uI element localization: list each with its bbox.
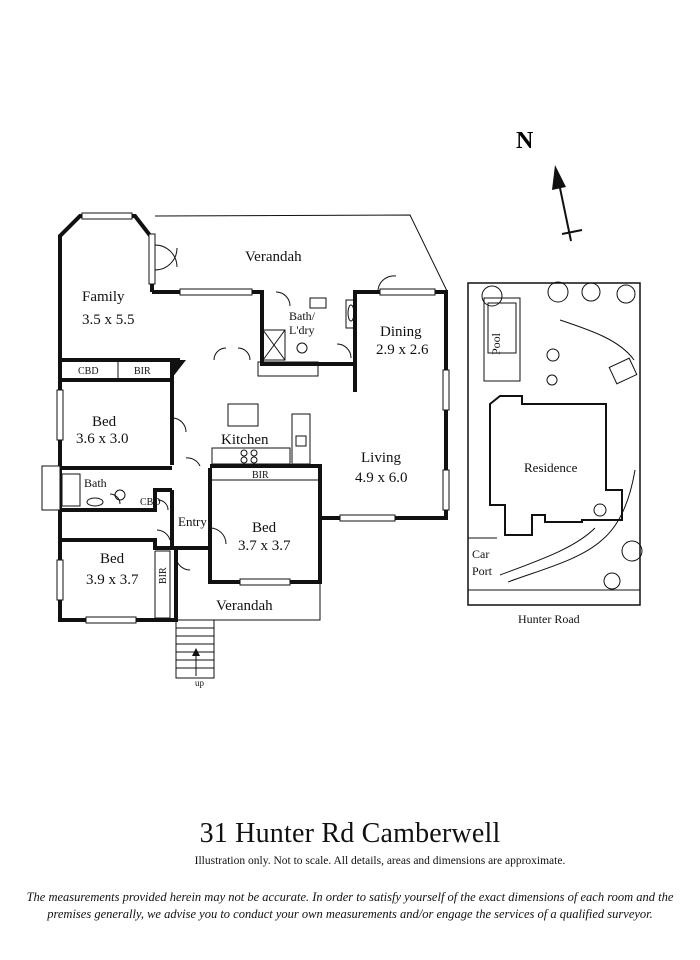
bed1-dimensions: 3.6 x 3.0	[76, 431, 129, 447]
doors	[109, 244, 397, 571]
fixtures	[61, 297, 357, 507]
stairs-up-label: up	[195, 678, 205, 688]
verandah-top-label: Verandah	[245, 249, 302, 265]
cbd-label-2: CBD	[140, 497, 161, 508]
verandah-bottom	[175, 582, 321, 621]
compass-label: N	[516, 128, 534, 154]
bath-label: Bath	[84, 476, 107, 490]
family-dimensions: 3.5 x 5.5	[82, 312, 135, 328]
bir-label-3: BIR	[158, 567, 169, 584]
kitchen-label: Kitchen	[221, 432, 269, 448]
cbd-label-1: CBD	[78, 366, 99, 377]
bed1-label: Bed	[92, 414, 117, 430]
entry-label: Entry	[178, 514, 207, 529]
living-label: Living	[361, 450, 401, 466]
bed3-dimensions: 3.9 x 3.7	[86, 572, 139, 588]
dining-label: Dining	[380, 324, 422, 340]
pool-label: Pool	[489, 332, 503, 355]
residence-label: Residence	[524, 460, 578, 475]
north-arrow: N	[516, 128, 583, 242]
property-title: 31 Hunter Rd Camberwell	[199, 818, 501, 849]
dining-dimensions: 2.9 x 2.6	[376, 342, 429, 358]
bath-laundry-label-1: Bath/	[289, 309, 316, 323]
living-dimensions: 4.9 x 6.0	[355, 470, 408, 486]
verandah-top	[154, 214, 448, 292]
bir-label-2: BIR	[252, 470, 269, 481]
bed3-label: Bed	[100, 551, 125, 567]
bed2-dimensions: 3.7 x 3.7	[238, 538, 291, 554]
disclaimer: The measurements provided herein may not…	[20, 889, 680, 923]
disclaimer-line-1: The measurements provided herein may not…	[26, 890, 674, 904]
bir-label-1: BIR	[134, 366, 151, 377]
site-plan: Pool Residence Car Port	[467, 281, 643, 606]
disclaimer-line-2: premises generally, we advise you to con…	[47, 906, 653, 921]
stairs	[175, 619, 215, 679]
windows	[41, 212, 450, 624]
illustration-note: Illustration only. Not to scale. All det…	[194, 855, 566, 867]
carport-label-2: Port	[472, 564, 493, 578]
verandah-bottom-label: Verandah	[216, 598, 273, 614]
bath-laundry-label-2: L'dry	[289, 323, 315, 337]
carport-label-1: Car	[472, 547, 489, 561]
road-label: Hunter Road	[518, 612, 580, 626]
family-label: Family	[82, 289, 125, 305]
bed2-label: Bed	[252, 520, 277, 536]
